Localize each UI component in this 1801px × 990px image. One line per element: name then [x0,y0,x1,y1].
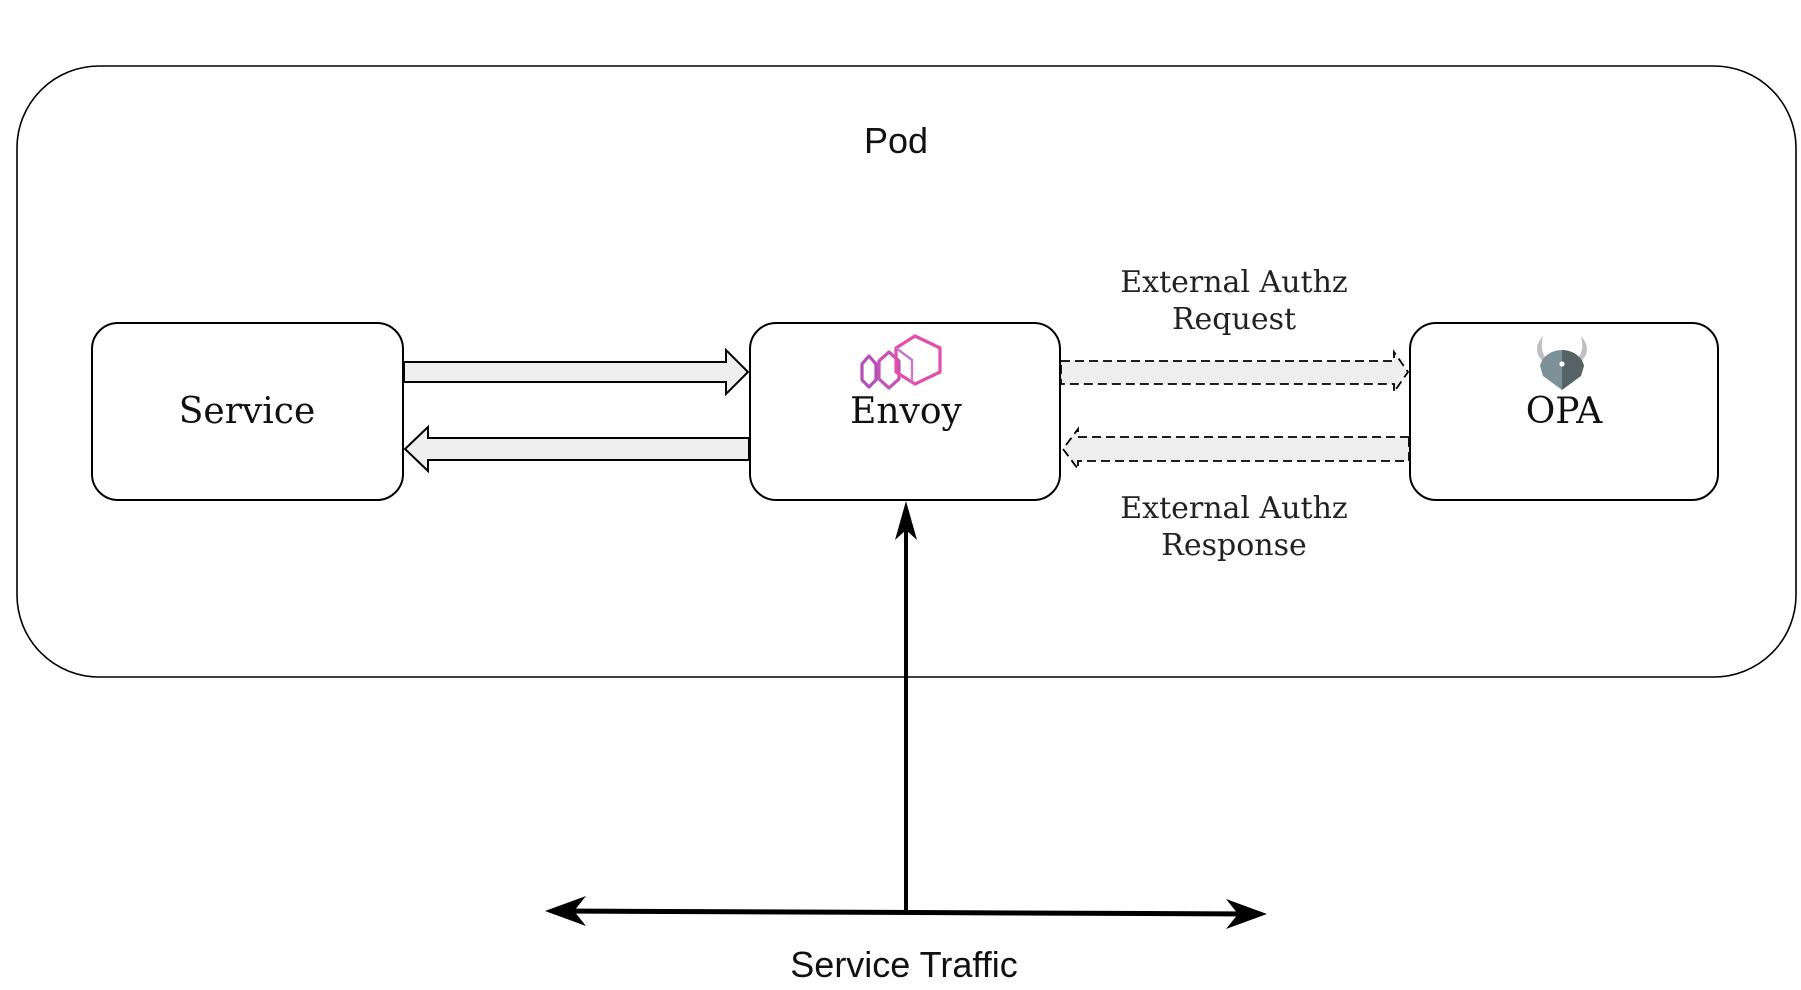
envoy-label: Envoy [850,391,962,432]
service-node[interactable]: Service [91,322,404,501]
opa-node[interactable]: OPA [1409,322,1719,501]
ext-authz-response-label-line2: Response [1161,528,1306,563]
ext-authz-response-arrow [1061,426,1410,472]
ext-authz-response-label-line1: External Authz [1120,491,1347,526]
service-traffic-line [559,908,1253,917]
envoy-logo-icon [860,334,942,390]
service-traffic-arrowhead-left [545,896,586,926]
ext-authz-request-arrow [1060,349,1410,395]
service-to-envoy-arrow [403,347,750,397]
opa-label: OPA [1526,391,1603,432]
ext-authz-request-label-line2: Request [1172,302,1296,337]
opa-logo-icon [1537,336,1587,390]
envoy-to-service-arrow [403,424,750,474]
service-label: Service [179,391,316,432]
envoy-node[interactable]: Envoy [749,322,1061,501]
ingress-arrowhead [895,501,917,540]
ext-authz-request-label-line1: External Authz [1120,265,1347,300]
pod-label: Pod [864,120,928,161]
service-traffic-label: Service Traffic [790,944,1017,985]
service-traffic-arrowhead-right [1226,899,1267,929]
